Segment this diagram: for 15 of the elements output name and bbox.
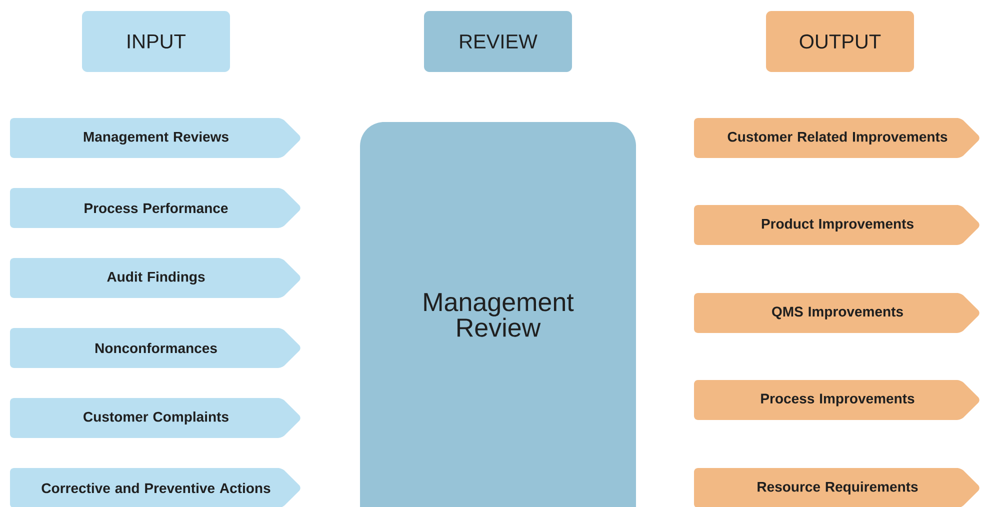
arrow-box: Management Reviews: [10, 118, 300, 158]
arrow-box: Audit Findings: [10, 258, 300, 298]
arrow-box: QMS Improvements: [694, 293, 980, 333]
arrow-box: Process Performance: [10, 188, 300, 228]
arrow-box: Corrective and Preventive Actions: [10, 468, 300, 507]
column-heading: INPUT: [82, 11, 230, 72]
column-heading: REVIEW: [424, 11, 572, 72]
arrow-box: Product Improvements: [694, 205, 980, 245]
arrow-box: Customer Complaints: [10, 398, 300, 438]
arrow-box: Nonconformances: [10, 328, 300, 368]
review-box: Management Review: [360, 122, 636, 507]
arrow-box: Customer Related Improvements: [694, 118, 980, 158]
column-heading: OUTPUT: [766, 11, 914, 72]
arrow-box: Process Improvements: [694, 380, 980, 420]
arrow-box: Resource Requirements: [694, 468, 980, 507]
